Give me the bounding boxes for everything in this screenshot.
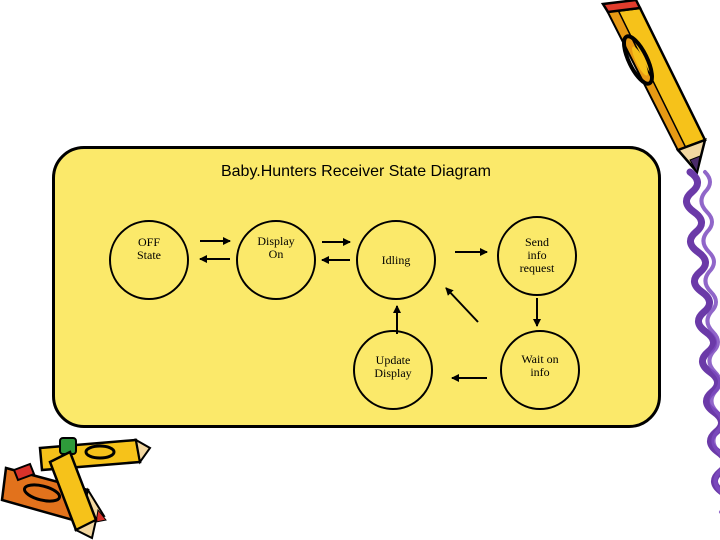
state-idling: Idling xyxy=(356,220,436,300)
state-idling-label: Idling xyxy=(381,252,411,267)
state-update-display-label: Update Display xyxy=(374,353,412,380)
state-wait-on-info: Wait on info xyxy=(500,330,580,410)
state-update-display: Update Display xyxy=(353,330,433,410)
state-send-info-request-label: Send info request xyxy=(519,234,555,275)
state-wait-on-info-label: Wait on info xyxy=(521,352,559,379)
state-display-on-label: Display On xyxy=(257,234,295,261)
crayons-icon xyxy=(0,437,152,540)
squiggle-border-icon xyxy=(683,168,720,495)
diagram-title: Baby.Hunters Receiver State Diagram xyxy=(220,163,492,180)
state-send-info-request: Send info request xyxy=(497,216,577,296)
state-display-on: Display On xyxy=(236,220,316,300)
state-off-label: OFF State xyxy=(137,235,161,262)
state-off: OFF State xyxy=(109,220,189,300)
